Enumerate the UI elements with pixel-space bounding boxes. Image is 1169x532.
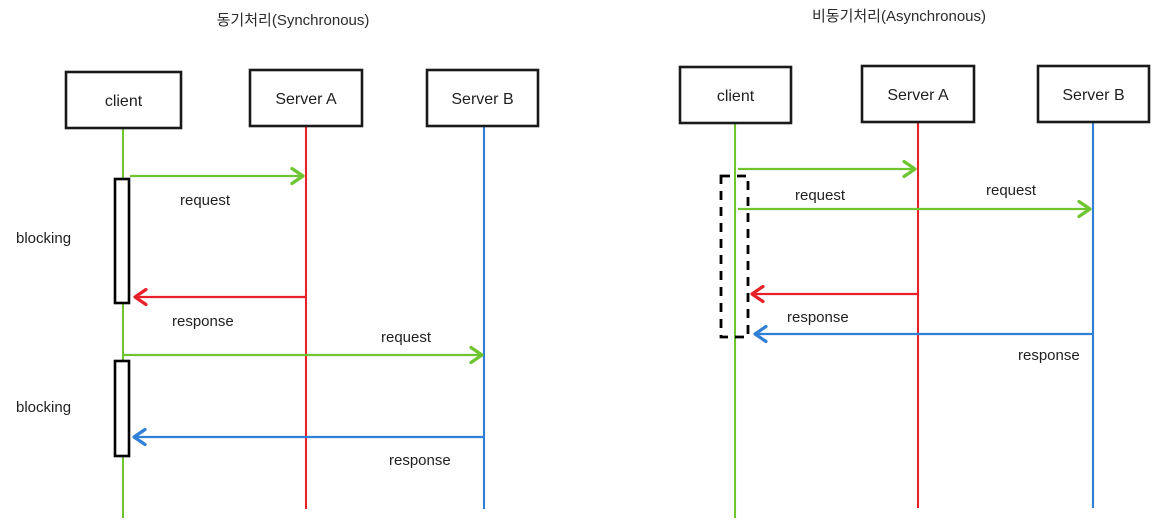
participant-box-synchronous-server-b[interactable] [425,68,540,128]
participant-label-asynchronous-server-a: Server A [887,87,949,104]
arrowhead-synchronous-request-to-server-a-glyph [290,166,305,186]
arrowhead-asynchronous-response-from-server-a-glyph [750,284,765,304]
participant-box-asynchronous-server-a[interactable] [860,64,976,124]
arrowhead-synchronous-request-to-server-b-glyph [469,345,484,365]
arrowhead-synchronous-response-from-server-b [132,427,147,447]
participant-label-synchronous-server-a: Server A [275,91,337,108]
arrowhead-asynchronous-request-to-server-b [1077,199,1092,219]
message-label-synchronous-response-from-server-a: response [172,313,234,330]
arrowhead-asynchronous-response-from-server-b-glyph [753,324,768,344]
participant-label-synchronous-client: client [105,93,143,110]
participant-box-asynchronous-server-b[interactable] [1036,64,1151,124]
arrowhead-asynchronous-request-to-server-a-glyph [902,159,917,179]
message-label-synchronous-request-to-server-b: request [381,329,432,346]
activation-synchronous-blocking-1[interactable] [113,177,131,305]
side-label-synchronous-blocking-label-1: blocking [16,230,71,247]
side-label-synchronous-blocking-label-2: blocking [16,399,71,416]
message-label-asynchronous-response-from-server-a: response [787,309,849,326]
activation-asynchronous-non-blocking-1[interactable] [719,174,750,339]
participant-label-asynchronous-server-b: Server B [1062,87,1124,104]
arrowhead-asynchronous-request-to-server-b-glyph [1077,199,1092,219]
participant-label-asynchronous-client: client [717,88,755,105]
arrowhead-synchronous-response-from-server-b-glyph [132,427,147,447]
arrowhead-synchronous-response-from-server-a-glyph [133,287,148,307]
message-label-synchronous-response-from-server-b: response [389,452,451,469]
message-label-asynchronous-request-to-server-b: request [986,182,1037,199]
participant-box-synchronous-server-a[interactable] [248,68,364,128]
message-label-asynchronous-request-to-server-a: request [795,187,846,204]
participant-label-synchronous-server-b: Server B [451,91,513,108]
diagram-title-asynchronous: 비동기처리(Asynchronous) [812,8,986,25]
diagram-asynchronous: 비동기처리(Asynchronous) client Server A Server … [678,8,1151,518]
arrowhead-synchronous-request-to-server-a [290,166,305,186]
participant-box-synchronous-client[interactable] [64,70,183,130]
diagram-synchronous: 동기처리(Synchronous) client Server A Server B r… [16,12,540,518]
message-label-asynchronous-response-from-server-b: response [1018,347,1080,364]
arrowhead-asynchronous-response-from-server-a [750,284,765,304]
arrowhead-asynchronous-response-from-server-b [753,324,768,344]
arrowhead-synchronous-response-from-server-a [133,287,148,307]
arrowhead-asynchronous-request-to-server-a [902,159,917,179]
activation-synchronous-blocking-2[interactable] [113,359,131,458]
participant-box-asynchronous-client[interactable] [678,65,793,125]
diagram-title-synchronous: 동기처리(Synchronous) [217,12,370,29]
message-label-synchronous-request-to-server-a: request [180,192,231,209]
arrowhead-synchronous-request-to-server-b [469,345,484,365]
